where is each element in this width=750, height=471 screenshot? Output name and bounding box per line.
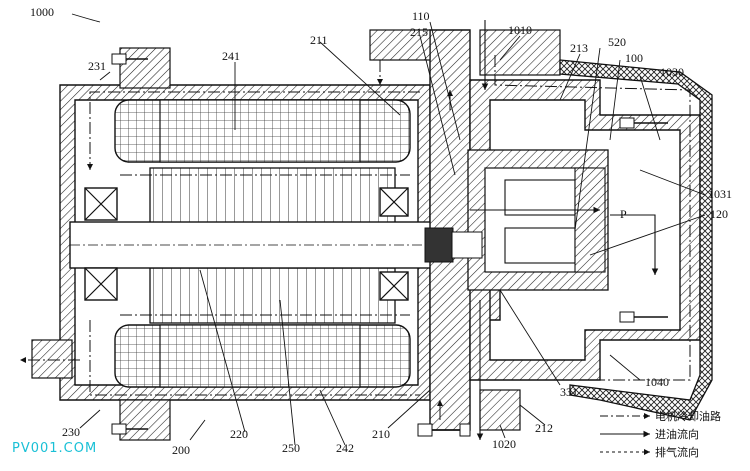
watermark: PV001.COM bbox=[12, 441, 97, 456]
bolt-right-top bbox=[619, 117, 668, 129]
bearing-right-top bbox=[379, 187, 409, 217]
label-210: 210 bbox=[372, 427, 390, 441]
bearing-left-bottom bbox=[84, 267, 118, 301]
legend-exhaust: 排气流向 bbox=[655, 445, 699, 459]
label-1010: 1010 bbox=[508, 23, 532, 37]
label-250: 250 bbox=[282, 441, 300, 455]
label-200: 200 bbox=[172, 443, 190, 457]
label-215: 215 bbox=[410, 25, 428, 39]
outer-cover-1040 bbox=[559, 59, 713, 421]
bearing-left-top bbox=[84, 187, 118, 221]
cooling-oil-flow-path bbox=[20, 55, 691, 396]
label-520: 520 bbox=[608, 35, 626, 49]
motor-shaft bbox=[69, 221, 470, 269]
label-100: 100 bbox=[625, 51, 643, 65]
label-1030: 1030 bbox=[660, 65, 684, 79]
label-120: 120 bbox=[710, 207, 728, 221]
label-212: 212 bbox=[535, 421, 553, 435]
label-1020: 1020 bbox=[492, 437, 516, 451]
flow-legend: 电机冷却油路 进油流向 排气流向 bbox=[600, 409, 721, 459]
label-230: 230 bbox=[62, 425, 80, 439]
label-1000: 1000 bbox=[30, 5, 54, 19]
motor-housing bbox=[31, 47, 431, 441]
label-220: 220 bbox=[230, 427, 248, 441]
pump-rotor-assembly bbox=[424, 149, 609, 291]
bolt-bottom-middle bbox=[417, 423, 471, 437]
legend-oil-inlet: 进油流向 bbox=[655, 427, 699, 441]
label-110: 110 bbox=[412, 9, 430, 23]
label-P: P bbox=[620, 207, 627, 221]
label-241: 241 bbox=[222, 49, 240, 63]
label-231: 231 bbox=[88, 59, 106, 73]
label-242: 242 bbox=[336, 441, 354, 455]
bearing-right-bottom bbox=[379, 271, 409, 301]
label-211: 211 bbox=[310, 33, 328, 47]
label-213: 213 bbox=[570, 41, 588, 55]
bolt-bottom-left bbox=[111, 423, 148, 435]
stator-winding-top bbox=[114, 99, 411, 163]
pump-partition-wall bbox=[369, 29, 561, 431]
label-1040: 1040 bbox=[645, 375, 669, 389]
label-1031: 1031 bbox=[708, 187, 732, 201]
bolt-right-bottom bbox=[619, 311, 668, 323]
stator-winding-bottom bbox=[114, 324, 411, 388]
oil-inlet-flow-path bbox=[470, 20, 659, 440]
leader-lines bbox=[71, 13, 706, 446]
bolt-top-left bbox=[111, 53, 148, 65]
legend-motor-cooling: 电机冷却油路 bbox=[655, 409, 721, 423]
reference-labels: 1000 231 241 211 110 215 1010 213 520 10… bbox=[30, 5, 732, 457]
label-331: 331 bbox=[560, 385, 578, 399]
